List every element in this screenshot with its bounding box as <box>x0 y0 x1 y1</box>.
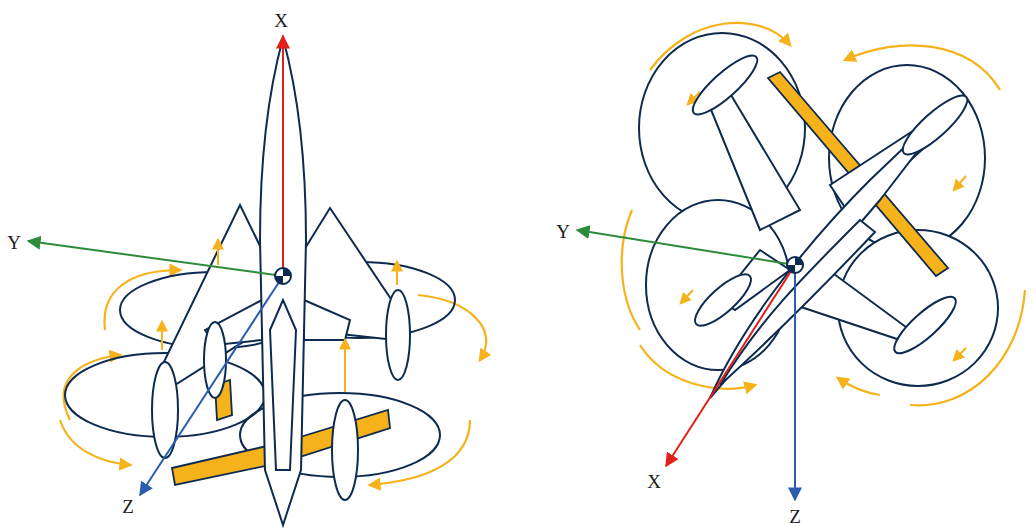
nacelle <box>688 267 758 333</box>
axis-label: Y <box>7 233 21 252</box>
axis-label: Z <box>122 497 134 516</box>
nacelle <box>332 400 358 500</box>
nacelle <box>386 290 410 380</box>
thrust-arrows <box>217 240 219 265</box>
fuselage <box>710 118 935 398</box>
rotation-arrows <box>104 270 180 330</box>
body-axes <box>666 265 795 466</box>
center-of-gravity <box>275 268 291 284</box>
center-of-gravity <box>795 257 803 265</box>
thrust-arrows <box>161 322 163 350</box>
nacelle <box>686 48 974 361</box>
body-axes <box>28 36 283 495</box>
rotation-arrows <box>60 420 130 465</box>
rotation-arrows <box>838 378 880 395</box>
center-of-gravity <box>275 268 291 284</box>
disc-arrows <box>954 348 966 360</box>
propeller-disc <box>639 33 998 386</box>
nacelle <box>152 290 410 500</box>
center-of-gravity <box>787 257 803 273</box>
axis-label: X <box>274 11 288 30</box>
center-of-gravity <box>787 257 803 273</box>
disc-arrows <box>954 176 966 190</box>
center-of-gravity <box>275 276 283 284</box>
body-axes <box>28 241 283 276</box>
body-axes <box>794 265 796 500</box>
nacelle <box>887 289 963 360</box>
wing <box>705 85 800 230</box>
axis-label: Z <box>789 507 801 526</box>
nacelle <box>896 88 974 162</box>
nacelle <box>686 48 764 122</box>
body-axes <box>577 230 795 265</box>
thrust-arrows <box>344 340 346 392</box>
body-axes <box>282 36 284 276</box>
wing <box>304 300 350 340</box>
thrust-arrows <box>162 240 397 392</box>
rotation-arrows <box>622 210 640 330</box>
center-of-gravity <box>787 265 795 273</box>
fuselage <box>710 118 935 398</box>
axis-label: Y <box>556 222 570 241</box>
body-axes <box>577 230 795 500</box>
wing <box>705 85 955 340</box>
disc-arrows <box>681 290 693 303</box>
body-axes <box>140 276 283 495</box>
fuselage <box>270 300 296 470</box>
axis-label: X <box>647 472 661 491</box>
fuselage <box>720 220 875 385</box>
nacelle <box>204 322 226 398</box>
thrust-arrows <box>396 262 398 285</box>
rotation-arrows <box>622 23 1025 406</box>
center-of-gravity <box>283 268 291 276</box>
